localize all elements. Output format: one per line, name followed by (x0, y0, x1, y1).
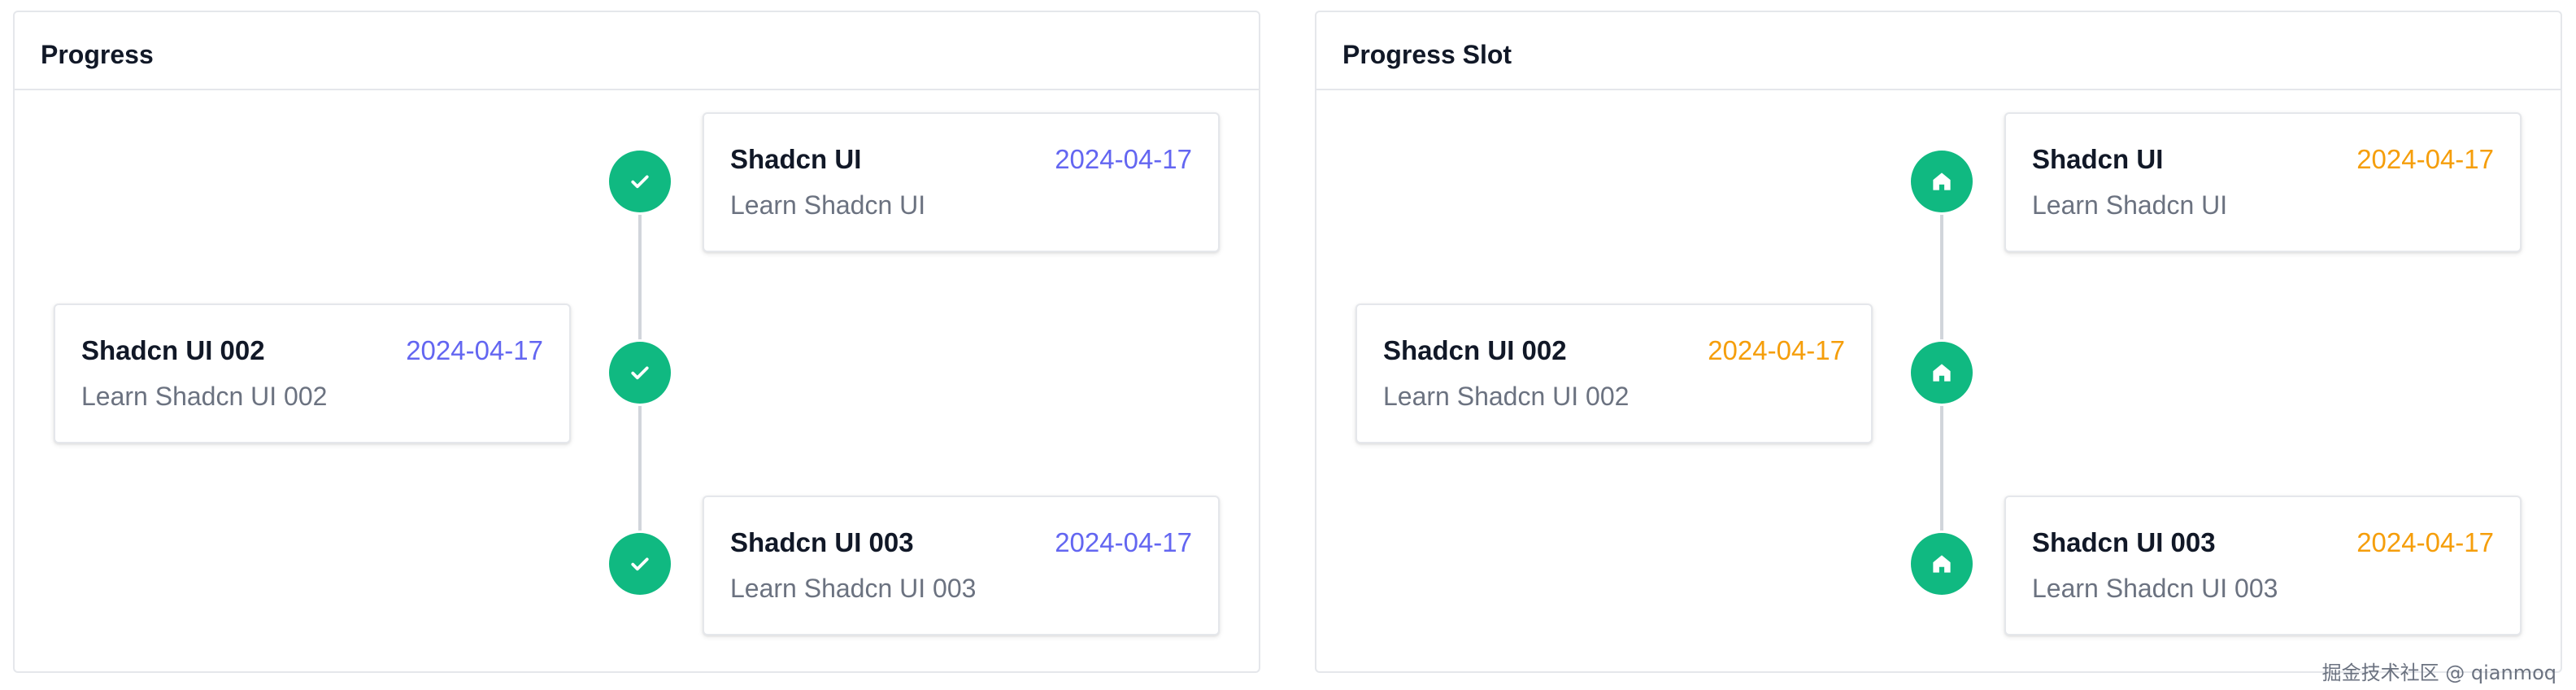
timeline-card: Shadcn UI 003 2024-04-17 Learn Shadcn UI… (2004, 496, 2522, 635)
timeline-card: Shadcn UI 003 2024-04-17 Learn Shadcn UI… (703, 496, 1220, 635)
card-description: Learn Shadcn UI (2032, 190, 2228, 220)
card-description: Learn Shadcn UI 003 (730, 574, 977, 603)
card-date: 2024-04-17 (2356, 144, 2494, 174)
card-title: Shadcn UI 002 (81, 335, 265, 365)
watermark: 掘金技术社区 @ qianmoq (2321, 662, 2556, 684)
timeline-card: Shadcn UI 002 2024-04-17 Learn Shadcn UI… (54, 304, 571, 443)
card-date: 2024-04-17 (2356, 527, 2494, 557)
card-title: Shadcn UI 003 (730, 527, 914, 557)
progress-slot-panel: Progress Slot Shadcn UI 2024-04-17 Learn… (1315, 11, 2562, 673)
card-date: 2024-04-17 (1055, 527, 1192, 557)
card-title: Shadcn UI 002 (1383, 335, 1567, 365)
timeline-card: Shadcn UI 2024-04-17 Learn Shadcn UI (703, 112, 1220, 252)
card-description: Learn Shadcn UI 002 (1383, 382, 1630, 411)
card-title: Shadcn UI (730, 144, 862, 174)
panel-header: Progress Slot (1316, 12, 2561, 90)
card-description: Learn Shadcn UI 002 (81, 382, 328, 411)
check-icon (609, 151, 671, 212)
home-icon (1911, 342, 1973, 404)
timeline-card: Shadcn UI 2024-04-17 Learn Shadcn UI (2004, 112, 2522, 252)
card-title: Shadcn UI 003 (2032, 527, 2216, 557)
panel-header: Progress (15, 12, 1259, 90)
panel-title: Progress Slot (1342, 40, 1512, 69)
card-description: Learn Shadcn UI (730, 190, 926, 220)
home-icon (1911, 533, 1973, 595)
card-description: Learn Shadcn UI 003 (2032, 574, 2278, 603)
check-icon (609, 342, 671, 404)
check-icon (609, 533, 671, 595)
card-date: 2024-04-17 (1708, 335, 1845, 365)
timeline-card: Shadcn UI 002 2024-04-17 Learn Shadcn UI… (1355, 304, 1873, 443)
card-title: Shadcn UI (2032, 144, 2164, 174)
progress-panel: Progress Shadcn UI 2024-04-17 Learn Shad… (13, 11, 1260, 673)
home-icon (1911, 151, 1973, 212)
card-date: 2024-04-17 (406, 335, 543, 365)
card-date: 2024-04-17 (1055, 144, 1192, 174)
panel-title: Progress (41, 40, 154, 69)
